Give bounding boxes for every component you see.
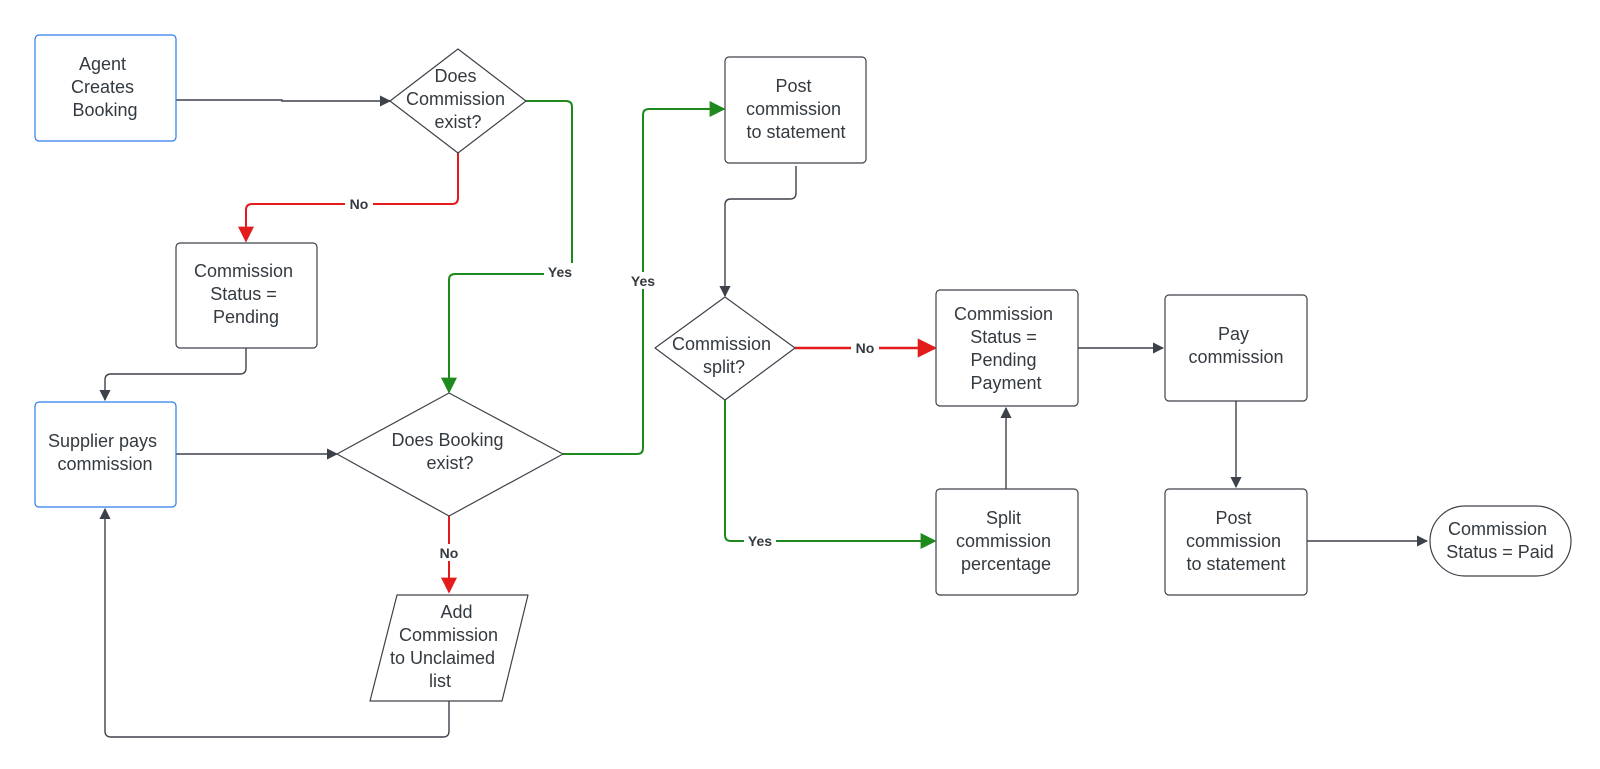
edge-labels: No Yes Yes No No Yes <box>345 195 879 561</box>
node-agent-creates-booking[interactable]: Agent Creates Booking <box>34 34 177 142</box>
edge-label-yes: Yes <box>548 264 572 280</box>
edge-split-decision-yes <box>724 400 937 549</box>
decision-commission-split[interactable]: Commission split? <box>654 296 796 401</box>
node-text: Supplier pays commission <box>48 431 162 474</box>
node-text: Does Commission exist? <box>406 66 510 132</box>
label-commission-exist-no: No <box>345 195 373 212</box>
node-text: Post commission to statement <box>746 76 846 142</box>
node-pay-commission[interactable]: Pay commission <box>1164 294 1308 402</box>
node-post-to-statement-1[interactable]: Post commission to statement <box>724 56 867 164</box>
node-text: Does Booking exist? <box>391 430 508 473</box>
node-status-pending-payment[interactable]: Commission Status = Pending Payment <box>935 289 1079 407</box>
edge-post1-to-split-decision <box>719 166 797 298</box>
node-text: Agent Creates Booking <box>71 54 139 120</box>
node-text: Split commission percentage <box>956 508 1056 574</box>
label-commission-exist-yes: Yes <box>544 263 576 280</box>
node-text: Commission split? <box>672 334 776 377</box>
edge-agent-to-commission-decision <box>176 95 392 107</box>
edge-label-no: No <box>350 196 369 212</box>
node-text: Commission Status = Pending Payment <box>954 304 1058 393</box>
terminal-status-paid[interactable]: Commission Status = Paid <box>1429 505 1572 577</box>
node-text: Commission Status = Pending <box>194 261 298 327</box>
nodes: Agent Creates Booking Does Commission ex… <box>34 34 1572 702</box>
node-text: Add Commission to Unclaimed list <box>390 602 503 691</box>
edge-label-no: No <box>440 545 459 561</box>
node-text: Post commission to statement <box>1186 508 1286 574</box>
node-add-to-unclaimed[interactable]: Add Commission to Unclaimed list <box>369 594 529 702</box>
edge-label-yes: Yes <box>631 273 655 289</box>
decision-does-booking-exist[interactable]: Does Booking exist? <box>336 392 564 517</box>
edge-pending-to-supplier <box>99 348 247 402</box>
label-split-no: No <box>851 340 879 357</box>
edge-label-yes: Yes <box>748 533 772 549</box>
edge-label-no: No <box>856 340 875 356</box>
connectors <box>99 95 1429 738</box>
node-split-percentage[interactable]: Split commission percentage <box>935 488 1079 596</box>
label-booking-exist-no: No <box>435 544 463 561</box>
decision-does-commission-exist[interactable]: Does Commission exist? <box>389 48 527 154</box>
node-commission-status-pending[interactable]: Commission Status = Pending <box>175 242 318 349</box>
node-post-to-statement-2[interactable]: Post commission to statement <box>1164 488 1308 596</box>
label-split-yes: Yes <box>744 533 776 550</box>
edge-unclaimed-to-supplier <box>99 507 450 738</box>
node-supplier-pays-commission[interactable]: Supplier pays commission <box>34 401 177 508</box>
label-booking-exist-yes: Yes <box>627 272 659 289</box>
node-text: Pay commission <box>1188 324 1283 367</box>
node-text: Commission Status = Paid <box>1446 519 1554 562</box>
